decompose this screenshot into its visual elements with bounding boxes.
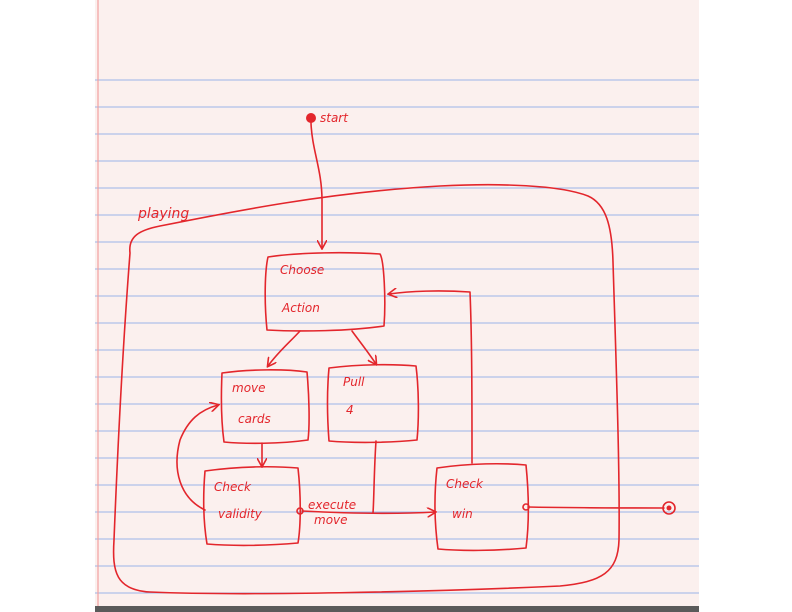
validity-back-to-move-arrow — [176, 405, 218, 511]
check-win-line2: win — [452, 507, 473, 521]
choose-to-move-arrow — [268, 330, 301, 366]
check-validity-state — [202, 465, 302, 547]
move-cards-line1: move — [232, 381, 266, 395]
start-label: start — [320, 111, 349, 125]
choose-to-pull-arrow — [351, 330, 376, 364]
playing-container — [112, 183, 620, 595]
validity-to-checkwin-arrow — [301, 511, 435, 513]
pull-line1: Pull — [343, 375, 365, 389]
check-win-line1: Check — [446, 477, 484, 491]
bottom-edge-strip — [95, 606, 699, 612]
move-cards-state — [220, 369, 310, 445]
pull-line2: 4 — [346, 403, 354, 417]
check-validity-line2: validity — [218, 507, 263, 521]
check-validity-line1: Check — [214, 480, 252, 494]
checkwin-to-final-arrow — [527, 506, 665, 509]
final-state-ring — [662, 501, 676, 515]
execute-move-label-line2: move — [314, 513, 348, 527]
checkwin-exit-dot — [522, 503, 530, 511]
pull-to-checkwin-arrow — [372, 440, 377, 514]
container-label: playing — [137, 206, 189, 222]
check-win-state — [434, 462, 530, 552]
checkwin-back-to-choose-arrow — [389, 291, 473, 464]
start-to-choose-arrow — [310, 122, 322, 248]
pull-state — [326, 363, 420, 444]
initial-state-dot — [306, 113, 316, 123]
execute-move-label-line1: execute — [308, 498, 356, 512]
choose-action-state — [264, 251, 386, 332]
execute-move-guard-dot — [296, 507, 304, 515]
choose-action-line2: Action — [281, 301, 320, 315]
ruled-lines — [95, 79, 699, 594]
move-cards-line2: cards — [238, 412, 271, 426]
final-state-dot — [666, 505, 672, 511]
choose-action-line1: Choose — [280, 263, 324, 277]
